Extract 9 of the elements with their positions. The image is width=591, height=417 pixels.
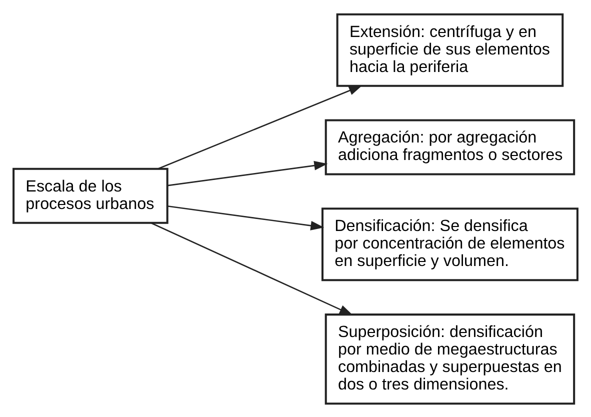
node-box: Agregación: por agregación adiciona fragmentos o sectores [324, 118, 576, 175]
node-box: Superposición: densificación por medio de megaestructuras combinadas y superpuestas en dos o tres dimensiones. [324, 313, 576, 404]
node-box: Densificación: Se densifica por concentración de elementos en superficie y volumen. [321, 207, 578, 281]
arrow [167, 204, 324, 230]
node-box: Escala de los procesos urbanos [12, 167, 168, 224]
node-box: Extensión: centrífuga y en superficie de sus elementos hacia la periferia [336, 12, 564, 86]
arrow [150, 222, 353, 315]
arrow [167, 160, 328, 186]
arrow [158, 84, 362, 169]
